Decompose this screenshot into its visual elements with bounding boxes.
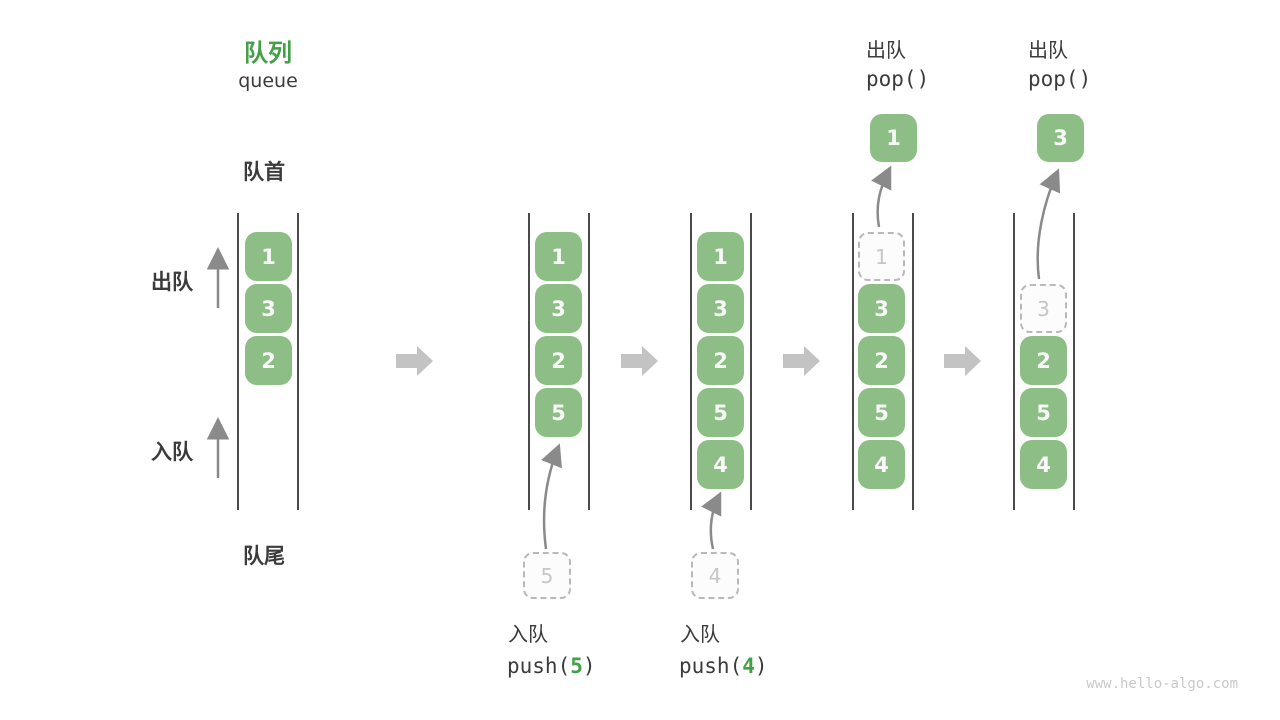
queue-element: 4 <box>697 440 744 489</box>
queue-element: 2 <box>858 336 905 385</box>
op-label-enqueue: 入队 <box>508 622 548 646</box>
queue-element: 3 <box>858 284 905 333</box>
queue-wall <box>588 213 590 510</box>
queue-element: 2 <box>1020 336 1067 385</box>
label-enqueue: 入队 <box>151 440 193 464</box>
queue-wall <box>528 213 530 510</box>
queue-element: 5 <box>858 388 905 437</box>
queue-element: 4 <box>1020 440 1067 489</box>
incoming-element: 5 <box>523 552 571 599</box>
op-code-pop: pop() <box>866 67 930 91</box>
label-queue-rear: 队尾 <box>243 544 285 568</box>
queue-element: 5 <box>697 388 744 437</box>
code-close: ) <box>754 654 768 678</box>
queue-element: 1 <box>697 232 744 281</box>
pop-arrow-icon <box>1036 168 1061 280</box>
queue-wall <box>852 213 854 510</box>
label-dequeue: 出队 <box>151 270 193 294</box>
queue-element: 2 <box>697 336 744 385</box>
flow-arrow-icon <box>621 346 658 376</box>
flow-arrow-icon <box>396 346 433 376</box>
ghost-element: 1 <box>858 232 905 281</box>
queue-element: 3 <box>535 284 582 333</box>
queue-element: 2 <box>245 336 292 385</box>
code-fn: push( <box>679 654 743 678</box>
page-title: 队列 <box>244 39 292 67</box>
label-queue-front: 队首 <box>243 160 285 184</box>
queue-wall <box>750 213 752 510</box>
flow-arrow-icon <box>783 346 820 376</box>
queue-element: 2 <box>535 336 582 385</box>
incoming-element: 4 <box>691 552 739 599</box>
code-fn: push( <box>507 654 571 678</box>
op-label-dequeue: 出队 <box>1028 38 1068 62</box>
queue-element: 3 <box>697 284 744 333</box>
op-code-pop: pop() <box>1028 67 1092 91</box>
queue-element: 5 <box>1020 388 1067 437</box>
queue-wall <box>237 213 239 510</box>
queue-element: 1 <box>535 232 582 281</box>
code-close: ) <box>582 654 596 678</box>
watermark: www.hello-algo.com <box>1086 676 1238 692</box>
op-label-dequeue: 出队 <box>866 38 906 62</box>
code-arg: 5 <box>570 654 583 678</box>
push-arrow-icon <box>701 491 722 550</box>
queue-wall <box>1073 213 1075 510</box>
code-arg: 4 <box>742 654 755 678</box>
push-arrow-icon <box>541 443 562 550</box>
queue-element: 3 <box>245 284 292 333</box>
queue-element: 4 <box>858 440 905 489</box>
popped-element: 1 <box>870 114 917 162</box>
page-subtitle: queue <box>238 70 298 92</box>
queue-wall <box>297 213 299 510</box>
pop-arrow-icon <box>871 165 892 228</box>
queue-element: 1 <box>245 232 292 281</box>
popped-element: 3 <box>1037 114 1084 162</box>
queue-wall <box>912 213 914 510</box>
queue-wall <box>1013 213 1015 510</box>
queue-element: 5 <box>535 388 582 437</box>
queue-wall <box>690 213 692 510</box>
ghost-element: 3 <box>1020 284 1067 333</box>
op-label-enqueue: 入队 <box>680 622 720 646</box>
flow-arrow-icon <box>944 346 981 376</box>
op-code-push: push(5) <box>507 654 596 678</box>
op-code-push: push(4) <box>679 654 768 678</box>
